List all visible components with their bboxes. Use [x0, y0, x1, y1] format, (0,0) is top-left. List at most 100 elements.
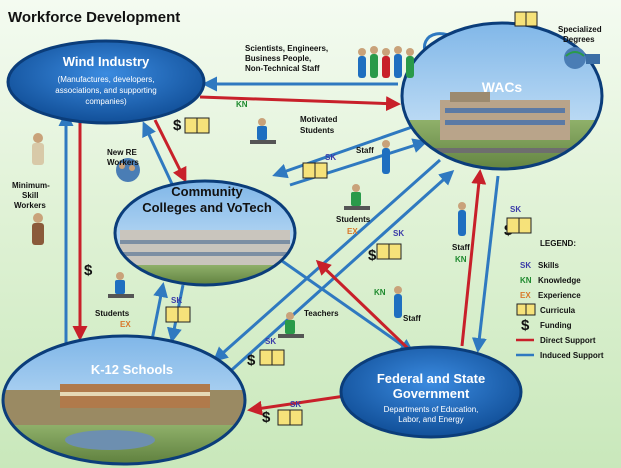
arrow-gov-to-cc [315, 259, 422, 362]
legend-curricula: Curricula [540, 306, 576, 315]
staff-kn-lower-icon [394, 286, 402, 318]
k12-title: K-12 Schools [91, 362, 173, 377]
legend-ex-label: Experience [538, 291, 581, 300]
label-motivated-1: Motivated [300, 115, 337, 124]
k12-student-icon [108, 272, 134, 298]
gov-sub-2: Labor, and Energy [398, 415, 463, 424]
arrow-cc-to-gov [274, 254, 415, 354]
label-min-skill-2: Skill [22, 191, 38, 200]
label-staff-top: Staff [356, 146, 374, 155]
book-icon [165, 306, 191, 323]
label-staff-right: Staff [452, 243, 470, 252]
tag-sk-right: SK [510, 205, 521, 214]
label-students-k12: Students [95, 309, 130, 318]
skill-tags: KN SK EX SK SK KN KN SK EX SK SK [120, 100, 521, 409]
new-re-workers-icon [116, 158, 140, 182]
cc-title-1: Community [171, 184, 243, 199]
label-min-skill-3: Workers [14, 201, 46, 210]
label-scientists-2: Business People, [245, 54, 311, 63]
node-wind-industry: Wind Industry (Manufactures, developers,… [6, 39, 206, 125]
globe-icon [564, 47, 600, 69]
arrow-wind-to-cc [153, 119, 187, 183]
legend-sk-label: Skills [538, 261, 559, 270]
label-students-cc: Students [336, 215, 371, 224]
node-k12-schools: K-12 Schools [1, 334, 247, 466]
book-icon [376, 243, 402, 260]
tag-kn-staff: KN [455, 255, 467, 264]
teacher-icon [278, 312, 304, 338]
tag-kn-wind: KN [236, 100, 248, 109]
legend-funding: Funding [540, 321, 572, 330]
label-motivated-2: Students [300, 126, 335, 135]
legend-induced: Induced Support [540, 351, 604, 360]
legend-kn-label: Knowledge [538, 276, 581, 285]
label-staff-lower: Staff [403, 314, 421, 323]
legend-dollar: $ [521, 317, 530, 334]
book-icon [514, 11, 538, 27]
dollar-k12-left: $ [84, 262, 93, 279]
wind-subtitle-2: associations, and supporting [55, 86, 156, 95]
book-icon [277, 409, 303, 426]
legend-title: LEGEND: [540, 239, 576, 248]
node-wacs: WACs [400, 21, 604, 171]
arrow-gov-to-wacs [460, 169, 487, 347]
arrow-gov-to-k12 [247, 394, 346, 416]
book-icon [302, 162, 328, 179]
tag-sk-k12: SK [171, 296, 182, 305]
gov-sub-1: Departments of Education, [384, 405, 479, 414]
arrow-wacs-to-gov [471, 175, 500, 353]
label-new-re-2: Workers [107, 158, 139, 167]
gov-title-2: Government [393, 386, 470, 401]
tag-sk-gov: SK [290, 400, 301, 409]
legend-direct: Direct Support [540, 336, 596, 345]
wacs-title: WACs [482, 79, 523, 95]
flow-labels: Scientists, Engineers, Business People, … [12, 25, 602, 323]
book-icon [506, 217, 532, 234]
legend-book-icon [516, 303, 536, 316]
tag-ex-k12: EX [120, 320, 131, 329]
label-scientists-1: Scientists, Engineers, [245, 44, 328, 53]
label-scientists-3: Non-Technical Staff [245, 64, 320, 73]
tag-kn-lower: KN [374, 288, 386, 297]
scientists-figures-icon [358, 46, 414, 78]
connections [58, 32, 500, 416]
label-min-skill-1: Minimum- [12, 181, 50, 190]
tag-sk-cc: SK [393, 229, 404, 238]
label-specialized-2: Degrees [563, 35, 595, 44]
arrow-k12-to-cc [150, 282, 169, 341]
label-teachers: Teachers [304, 309, 339, 318]
dollar-teachers: $ [247, 352, 256, 369]
page-title: Workforce Development [8, 9, 180, 26]
people-figures [32, 46, 600, 338]
dollar-gov: $ [262, 409, 271, 426]
legend-sk-code: SK [520, 261, 531, 270]
student-desk-icon [250, 118, 276, 144]
arrow-wacs-to-cc [272, 124, 416, 179]
node-community-colleges: Community Colleges and VoTech [113, 179, 297, 287]
legend: LEGEND: SK Skills KN Knowledge EX Experi… [516, 239, 604, 360]
node-government: Federal and State Government Departments… [339, 345, 523, 439]
dollar-wind: $ [173, 117, 182, 134]
tag-sk-top: SK [325, 153, 336, 162]
tag-sk-teachers: SK [265, 337, 276, 346]
arrow-wind-to-wacs [199, 95, 401, 112]
arrow-cc-to-wind [142, 121, 174, 185]
cc-student-icon [344, 184, 370, 210]
cc-title-2: Colleges and VoTech [142, 200, 272, 215]
book-icon [259, 349, 285, 366]
arrow-k12-to-wacs [223, 169, 455, 378]
min-skill-worker-icon [32, 133, 44, 245]
label-specialized-1: Specialized [558, 25, 602, 34]
wind-subtitle-1: (Manufactures, developers, [58, 75, 155, 84]
legend-ex-code: EX [520, 291, 531, 300]
book-icons [165, 11, 538, 426]
label-new-re-1: New RE [107, 148, 137, 157]
gov-title-1: Federal and State [377, 371, 485, 386]
dollar-cc: $ [368, 247, 377, 264]
book-icon [184, 117, 210, 134]
wind-title: Wind Industry [63, 54, 150, 69]
legend-kn-code: KN [520, 276, 532, 285]
staff-kn-figure-icon [458, 202, 466, 236]
